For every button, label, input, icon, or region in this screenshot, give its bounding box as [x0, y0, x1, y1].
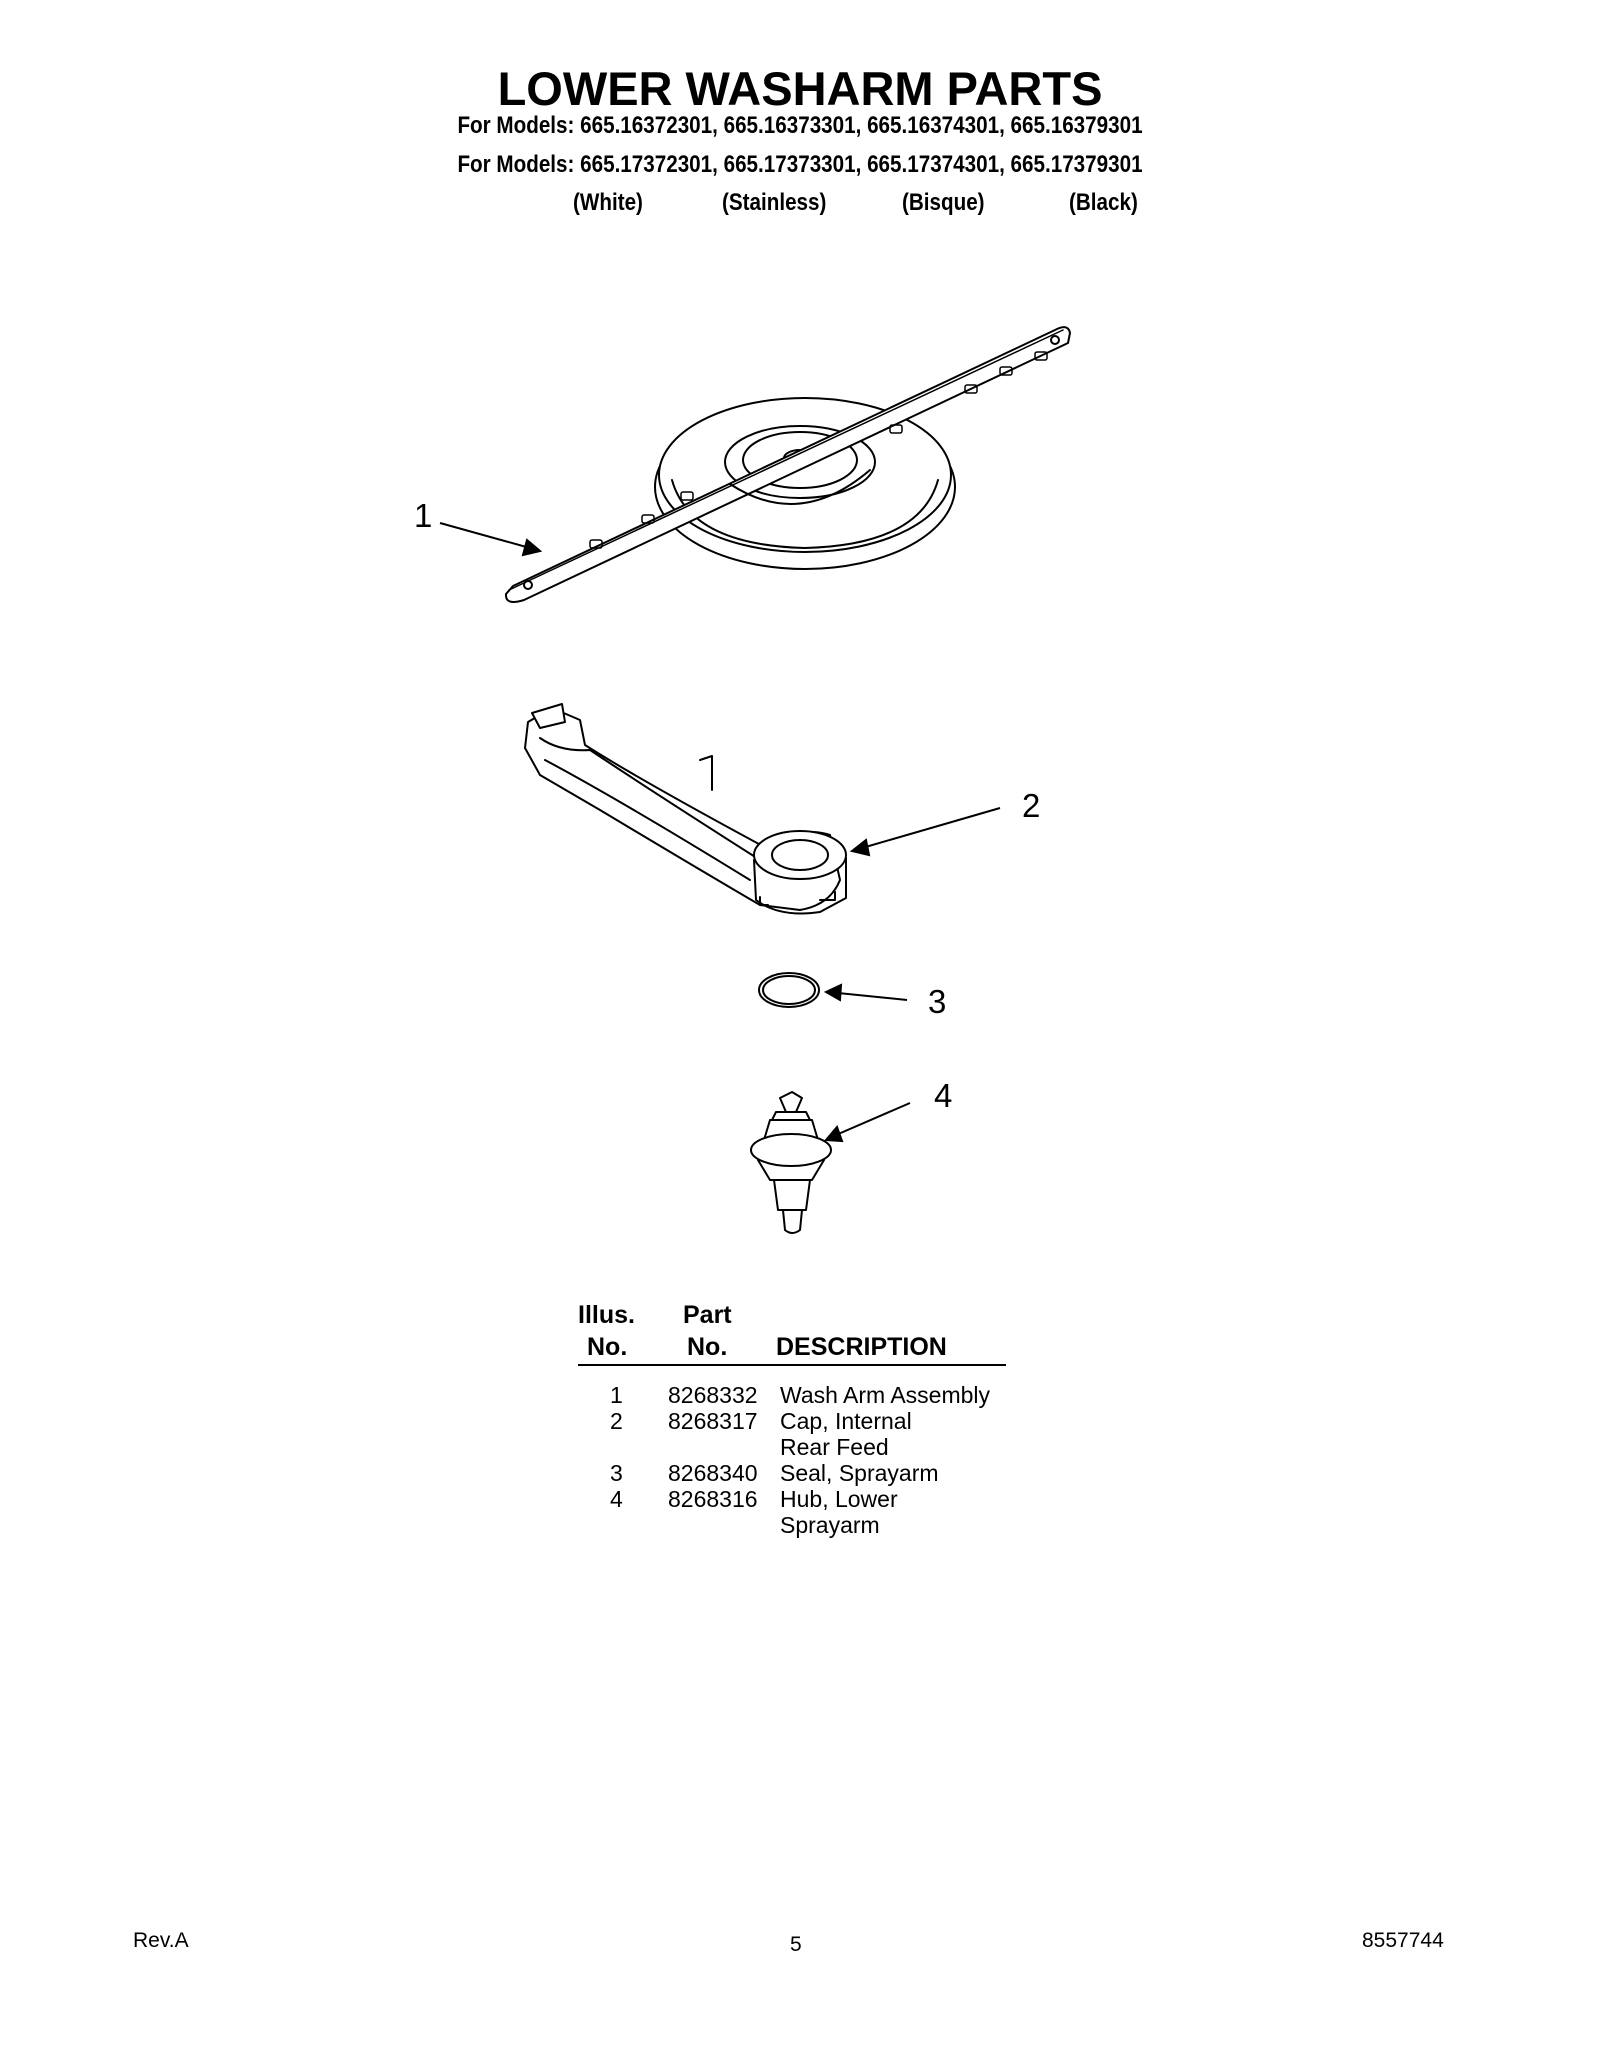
row-2-illus: 2: [610, 1408, 623, 1434]
row-2-part: 8268317: [668, 1408, 758, 1434]
header-rule: [578, 1364, 1006, 1366]
header-illus-line2: No.: [587, 1333, 628, 1361]
row-4-illus: 4: [610, 1486, 623, 1512]
row-1-illus: 1: [610, 1382, 623, 1408]
models-line-1: For Models: 665.16372301, 665.16373301, …: [457, 112, 1143, 139]
header-part-line2: No.: [687, 1333, 728, 1361]
callout-arrow-3: [837, 992, 908, 1001]
models-line-2: For Models: 665.17372301, 665.17373301, …: [457, 151, 1143, 178]
callout-label-3: 3: [928, 983, 947, 1020]
row-3-illus: 3: [610, 1460, 623, 1486]
callout-label-2: 2: [1022, 787, 1041, 824]
header-description: DESCRIPTION: [776, 1333, 947, 1361]
callout-label-4: 4: [934, 1077, 953, 1114]
footer-revision: Rev.A: [133, 1929, 189, 1952]
callout-arrow-2: [861, 807, 1001, 849]
row-4-part: 8268316: [668, 1486, 758, 1512]
callout-label-1: 1: [414, 497, 433, 534]
row-4-description-cont: Sprayarm: [780, 1512, 880, 1538]
finish-white: (White): [573, 189, 643, 216]
finish-bisque: (Bisque): [902, 189, 985, 216]
row-3-part: 8268340: [668, 1460, 758, 1486]
header-illus-line1: Illus.: [578, 1301, 635, 1329]
row-4-description: Hub, Lower: [780, 1486, 898, 1512]
row-2-description: Cap, Internal: [780, 1408, 912, 1434]
finish-black: (Black): [1069, 189, 1138, 216]
footer-document-number: 8557744: [1362, 1929, 1444, 1952]
wash-arm-assembly-drawing: [504, 326, 1071, 603]
callout-arrow-1: [439, 522, 531, 549]
parts-diagram: [439, 326, 1071, 1234]
callout-arrow-4: [835, 1102, 911, 1136]
rear-feed-cap-drawing: [524, 703, 847, 915]
page-title: LOWER WASHARM PARTS: [497, 62, 1103, 115]
row-1-description: Wash Arm Assembly: [780, 1382, 991, 1408]
hub-drawing: [750, 1091, 832, 1234]
row-1-part: 8268332: [668, 1382, 758, 1408]
finish-stainless: (Stainless): [722, 189, 827, 216]
footer-page-number: 5: [790, 1933, 802, 1956]
header-part-line1: Part: [683, 1301, 732, 1329]
row-2-description-cont: Rear Feed: [780, 1434, 889, 1460]
row-3-description: Seal, Sprayarm: [780, 1460, 939, 1486]
seal-drawing: [758, 972, 820, 1008]
